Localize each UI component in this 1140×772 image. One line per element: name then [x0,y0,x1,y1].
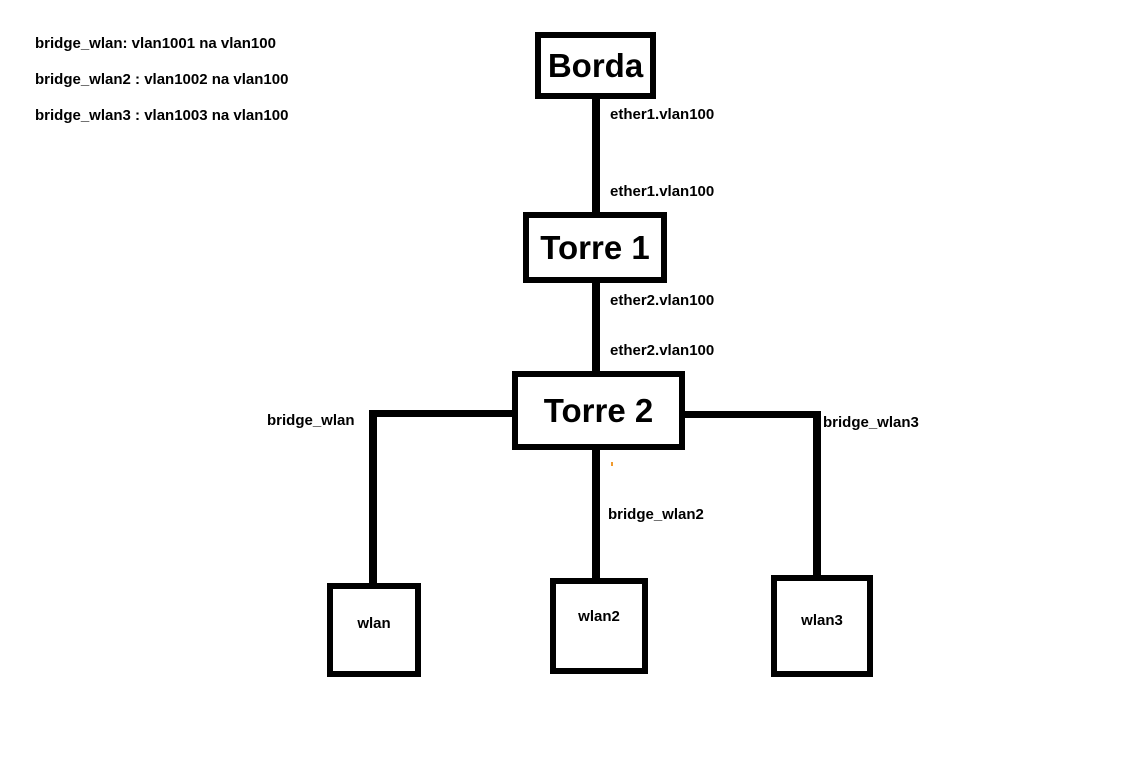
node-torre1: Torre 1 [523,212,667,283]
stray-mark [611,462,613,466]
node-borda-label: Borda [547,46,644,84]
node-torre2-label: Torre 2 [543,391,654,429]
edge-borda-torre1 [592,99,600,212]
legend-line-bridge-wlan2: bridge_wlan2 : vlan1002 na vlan100 [35,71,289,88]
node-wlan: wlan [327,583,421,677]
edge-torre2-wlan3-horizontal [685,411,821,418]
edge-label-ether2-upper: ether2.vlan100 [610,292,715,309]
node-wlan3-label: wlan3 [801,612,843,629]
edge-label-bridge-wlan2: bridge_wlan2 [608,506,704,523]
node-borda: Borda [535,32,656,99]
node-wlan2-label: wlan2 [578,608,620,625]
edge-label-ether2-lower: ether2.vlan100 [610,342,715,359]
edge-label-ether1-upper: ether1.vlan100 [610,106,715,123]
legend-line-bridge-wlan: bridge_wlan: vlan1001 na vlan100 [35,35,276,52]
node-wlan-label: wlan [357,615,391,632]
edge-torre2-wlan2 [592,450,600,578]
node-wlan3: wlan3 [771,575,873,677]
edge-torre2-wlan3-vertical [813,411,821,575]
edge-torre2-wlan-vertical [369,410,377,583]
edge-label-bridge-wlan3: bridge_wlan3 [823,414,919,431]
edge-label-bridge-wlan: bridge_wlan [267,412,355,429]
edge-torre2-wlan-horizontal [369,410,512,417]
legend-line-bridge-wlan3: bridge_wlan3 : vlan1003 na vlan100 [35,107,289,124]
node-wlan2: wlan2 [550,578,648,674]
node-torre2: Torre 2 [512,371,685,450]
edge-label-ether1-lower: ether1.vlan100 [610,183,715,200]
node-torre1-label: Torre 1 [540,228,650,266]
edge-torre1-torre2 [592,283,600,371]
